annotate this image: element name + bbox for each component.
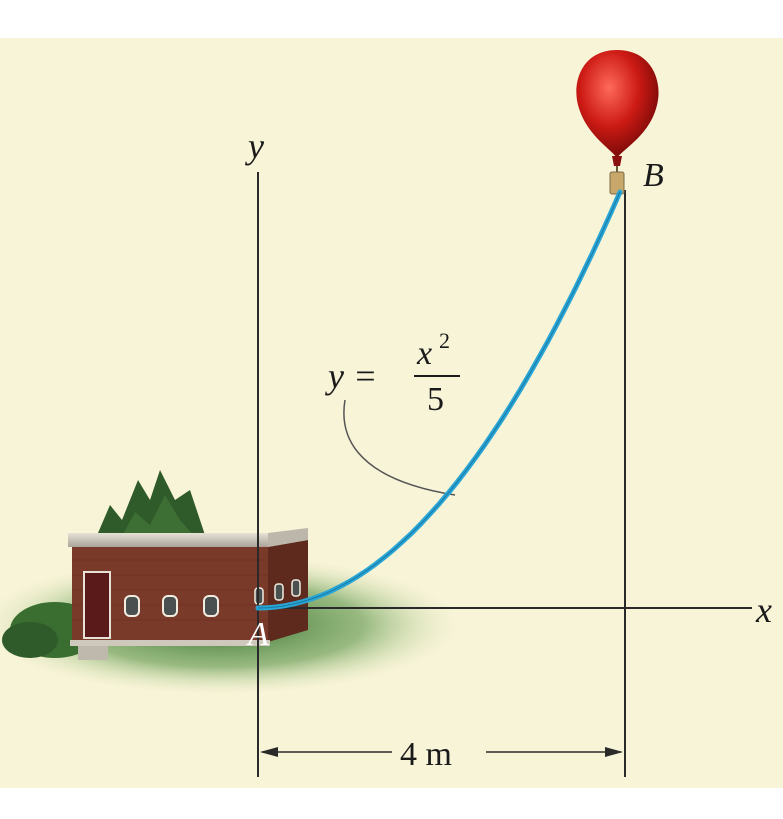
dimension-arrow-right xyxy=(605,747,623,757)
building-roof-side xyxy=(268,528,308,547)
building-base xyxy=(70,640,270,646)
building-window xyxy=(203,595,219,617)
building-icon xyxy=(68,528,308,660)
building-window xyxy=(291,579,301,597)
dimension-arrow-left xyxy=(260,747,278,757)
building-door xyxy=(83,571,111,639)
x-axis-label: x xyxy=(755,590,772,630)
building-window xyxy=(124,595,140,617)
dimension-label: 4 m xyxy=(400,736,452,773)
equation-exponent: 2 xyxy=(439,328,450,353)
point-a-label: A xyxy=(246,616,269,653)
building-roof xyxy=(68,533,308,547)
equation-lhs: y = xyxy=(325,356,377,396)
building-steps xyxy=(78,646,108,660)
equation-leader xyxy=(343,399,456,496)
building-window xyxy=(162,595,178,617)
point-b-label: B xyxy=(643,157,664,194)
building-window xyxy=(274,583,284,601)
y-axis-label: y xyxy=(245,126,264,166)
balloon-icon xyxy=(576,50,659,195)
equation-numerator: x xyxy=(416,335,432,372)
tree-icon xyxy=(95,470,205,540)
equation-denominator: 5 xyxy=(427,381,444,418)
building-side-wall xyxy=(268,540,308,642)
cable-highlight xyxy=(257,191,621,609)
